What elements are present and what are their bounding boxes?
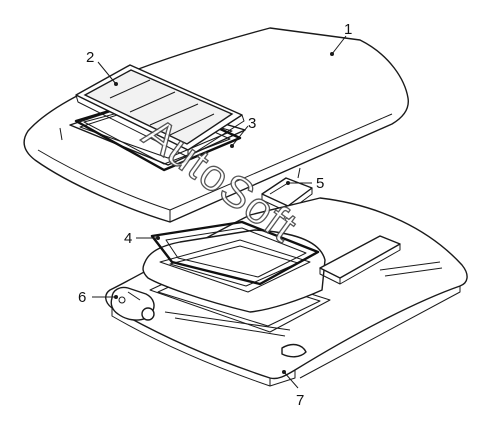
lower-seal bbox=[150, 220, 320, 286]
callout-6: 6 bbox=[78, 289, 86, 306]
callout-1: 1 bbox=[344, 21, 352, 38]
callout-7: 7 bbox=[296, 392, 304, 409]
leaders bbox=[92, 35, 347, 389]
side-rail bbox=[261, 177, 313, 213]
callout-5: 5 bbox=[316, 175, 324, 192]
drive-motor bbox=[110, 286, 155, 321]
callout-4: 4 bbox=[124, 230, 132, 247]
callout-2: 2 bbox=[86, 49, 94, 66]
callout-3: 3 bbox=[248, 115, 256, 132]
glass-panel bbox=[75, 64, 245, 158]
